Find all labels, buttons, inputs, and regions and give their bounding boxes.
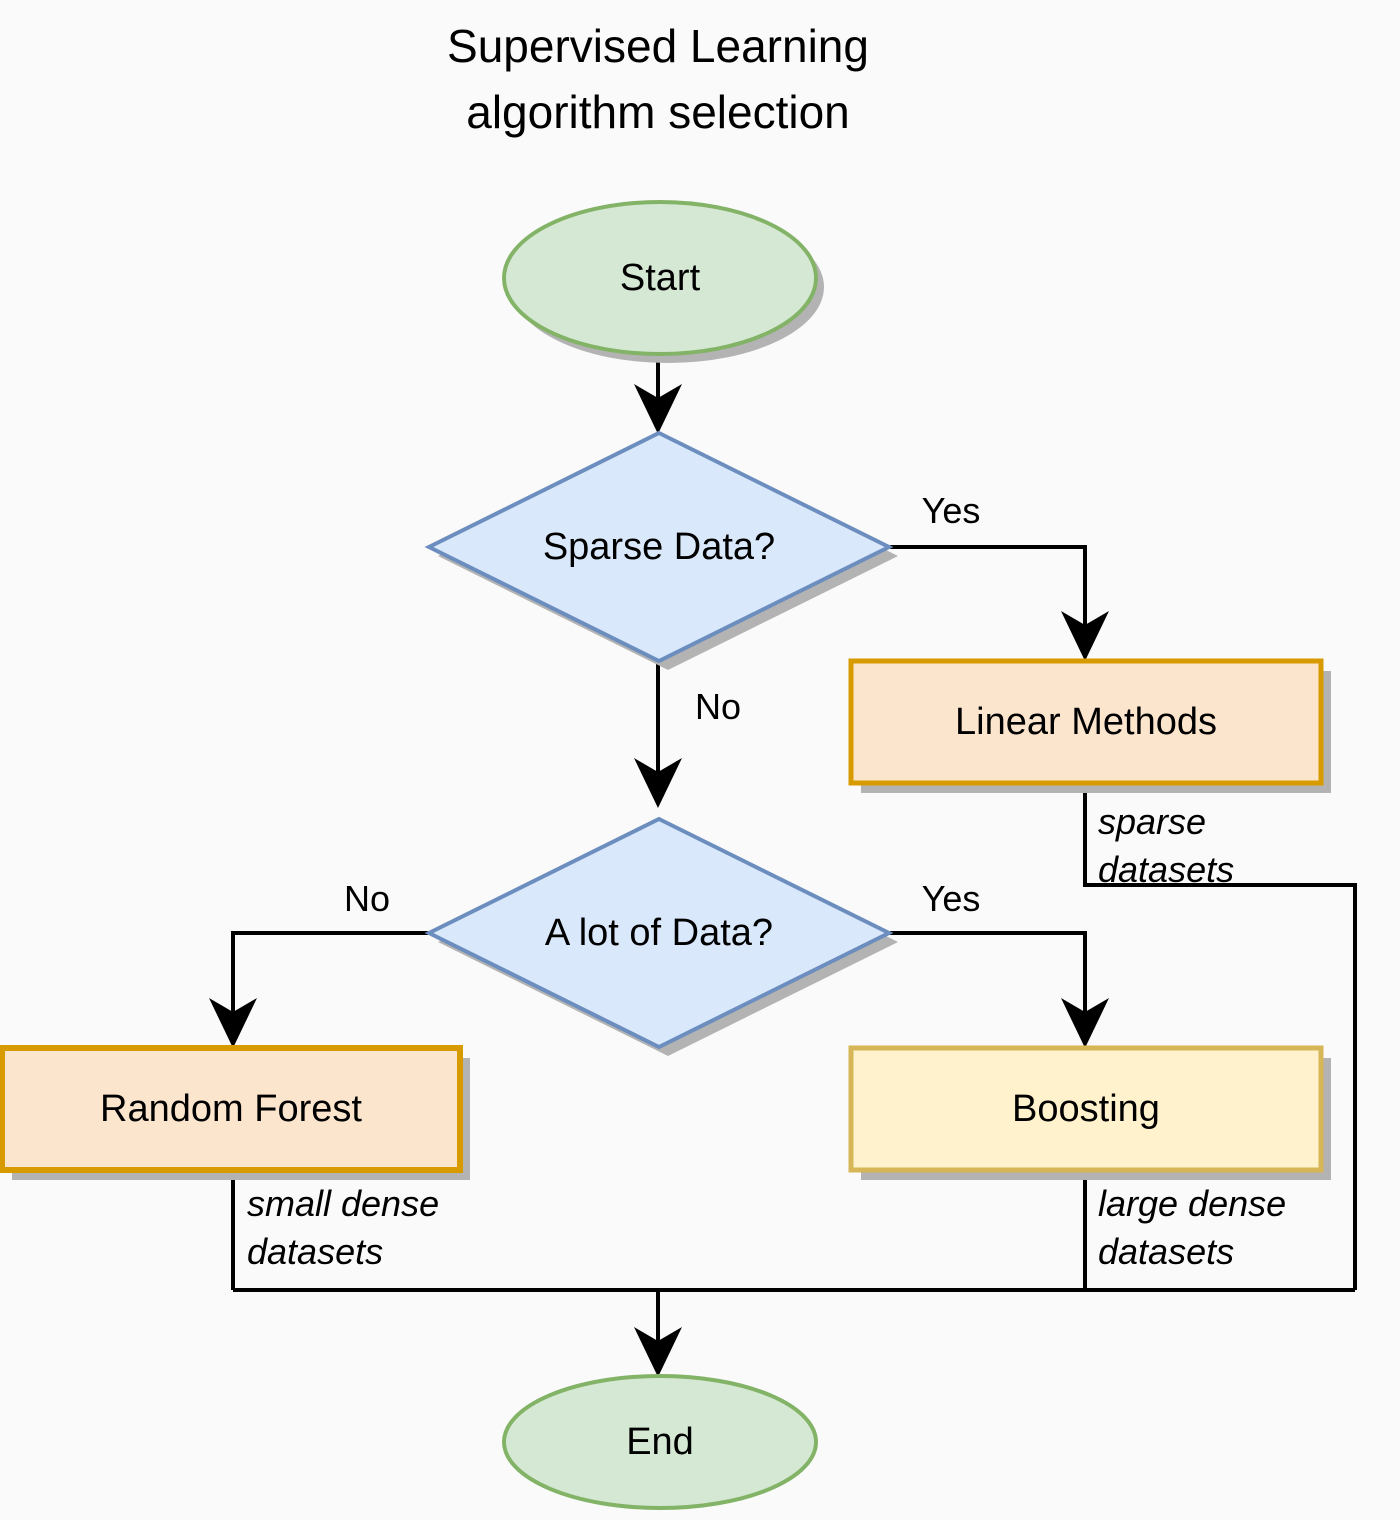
edge-random-forest-to-merge: small dense datasets bbox=[231, 1170, 439, 1290]
node-linear-methods-shape bbox=[848, 658, 1324, 786]
edge-label-alot-no: No bbox=[344, 878, 390, 919]
edge-sparse-data-yes-to-linear-methods: Yes bbox=[890, 490, 1109, 661]
edge-a-lot-of-data-no-to-random-forest: No bbox=[209, 878, 428, 1048]
node-random-forest[interactable]: Random Forest bbox=[0, 1045, 470, 1180]
title-line-1: Supervised Learning bbox=[447, 20, 869, 72]
node-linear-methods-label: Linear Methods bbox=[955, 701, 1217, 743]
edge-boosting-to-merge: large dense datasets bbox=[1083, 1170, 1286, 1290]
node-start-shape bbox=[502, 200, 818, 356]
node-sparse-data-label: Sparse Data? bbox=[543, 526, 775, 568]
node-a-lot-of-data-label: A lot of Data? bbox=[545, 912, 773, 954]
node-random-forest-shape bbox=[0, 1045, 463, 1173]
edge-label-large-dense-line2: datasets bbox=[1098, 1231, 1234, 1272]
edge-linear-methods-to-merge: sparse datasets bbox=[1083, 786, 1357, 1290]
node-a-lot-of-data[interactable]: A lot of Data? bbox=[424, 816, 898, 1056]
node-start[interactable]: Start bbox=[502, 200, 824, 363]
edge-label-sparse-datasets-line1: sparse bbox=[1098, 801, 1206, 842]
edge-label-small-dense-line1: small dense bbox=[247, 1183, 439, 1224]
node-random-forest-label: Random Forest bbox=[100, 1088, 362, 1130]
edge-label-sparse-no: No bbox=[695, 686, 741, 727]
node-end-shape bbox=[502, 1374, 818, 1510]
node-end-label: End bbox=[626, 1421, 694, 1463]
node-start-label: Start bbox=[620, 257, 701, 299]
edge-label-large-dense-line1: large dense bbox=[1098, 1183, 1286, 1224]
node-end[interactable]: End bbox=[502, 1374, 818, 1510]
node-boosting-label: Boosting bbox=[1012, 1088, 1160, 1130]
node-sparse-data-shape bbox=[424, 430, 894, 664]
node-boosting-shape bbox=[848, 1045, 1324, 1173]
edge-label-small-dense-line2: datasets bbox=[247, 1231, 383, 1272]
title-line-2: algorithm selection bbox=[466, 86, 850, 138]
edge-sparse-data-no-to-a-lot-of-data: No bbox=[634, 660, 741, 808]
node-boosting[interactable]: Boosting bbox=[848, 1045, 1331, 1180]
node-linear-methods[interactable]: Linear Methods bbox=[848, 658, 1331, 793]
edge-label-sparse-datasets-line2: datasets bbox=[1098, 849, 1234, 890]
node-sparse-data[interactable]: Sparse Data? bbox=[424, 430, 898, 670]
edge-label-alot-yes: Yes bbox=[922, 878, 981, 919]
edge-a-lot-of-data-yes-to-boosting: Yes bbox=[890, 878, 1109, 1048]
diagram-title: Supervised Learning algorithm selection bbox=[447, 20, 869, 138]
edge-merge-to-end bbox=[233, 1288, 1355, 1377]
node-a-lot-of-data-shape bbox=[424, 816, 894, 1050]
edge-label-sparse-yes: Yes bbox=[922, 490, 981, 531]
